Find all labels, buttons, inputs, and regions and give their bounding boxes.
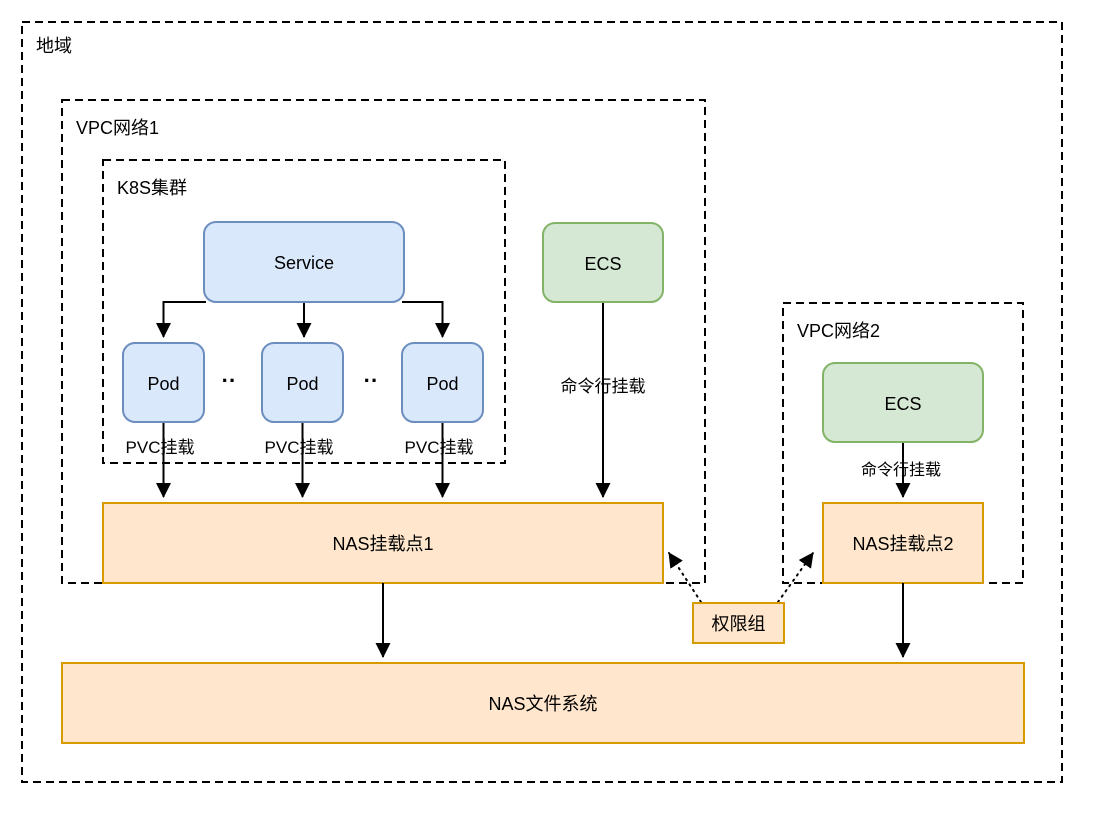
pod3-pvc-mount-label: PVC挂载 bbox=[405, 438, 474, 457]
k8s-cluster-label: K8S集群 bbox=[117, 178, 187, 198]
pod-ellipsis-2: ·· bbox=[364, 368, 379, 393]
pod1-pvc-mount-label: PVC挂载 bbox=[126, 438, 195, 457]
nas-mount1-node bbox=[102, 502, 664, 584]
ecs1-cli-mount-label: 命令行挂载 bbox=[561, 377, 646, 396]
service-to-pod1-arrow bbox=[156, 301, 206, 338]
pod2-label: Pod bbox=[286, 374, 318, 394]
permgroup-to-nas1-dotted-arrow bbox=[668, 552, 702, 603]
ecs1-label: ECS bbox=[584, 254, 621, 274]
nas-mount2-node bbox=[822, 502, 984, 584]
pod2-node bbox=[261, 342, 344, 423]
region-boundary bbox=[21, 21, 1063, 783]
service-to-pod3-arrow bbox=[402, 301, 450, 338]
nas-mount2-label: NAS挂载点2 bbox=[852, 534, 953, 554]
vpc1-label: VPC网络1 bbox=[76, 118, 159, 138]
k8s-cluster-boundary bbox=[102, 159, 506, 464]
region-label: 地域 bbox=[36, 36, 72, 56]
ecs2-label: ECS bbox=[884, 394, 921, 414]
ecs2-cli-mount-label: 命令行挂载 bbox=[861, 461, 941, 479]
pod2-pvc-mount-label: PVC挂载 bbox=[265, 438, 334, 457]
ecs1-node bbox=[542, 222, 664, 303]
pod3-label: Pod bbox=[426, 374, 458, 394]
ecs2-node bbox=[822, 362, 984, 443]
nas-filesystem-node bbox=[61, 662, 1025, 744]
vpc2-label: VPC网络2 bbox=[797, 321, 880, 341]
permission-group-label: 权限组 bbox=[712, 614, 766, 634]
pod1-label: Pod bbox=[147, 374, 179, 394]
pod-ellipsis-1: ·· bbox=[222, 368, 237, 393]
nas-mount1-label: NAS挂载点1 bbox=[332, 534, 433, 554]
permission-group-node bbox=[692, 602, 785, 644]
service-label: Service bbox=[274, 253, 334, 273]
service-node bbox=[203, 221, 405, 303]
pod3-node bbox=[401, 342, 484, 423]
pod1-node bbox=[122, 342, 205, 423]
nas-filesystem-label: NAS文件系统 bbox=[488, 694, 597, 714]
